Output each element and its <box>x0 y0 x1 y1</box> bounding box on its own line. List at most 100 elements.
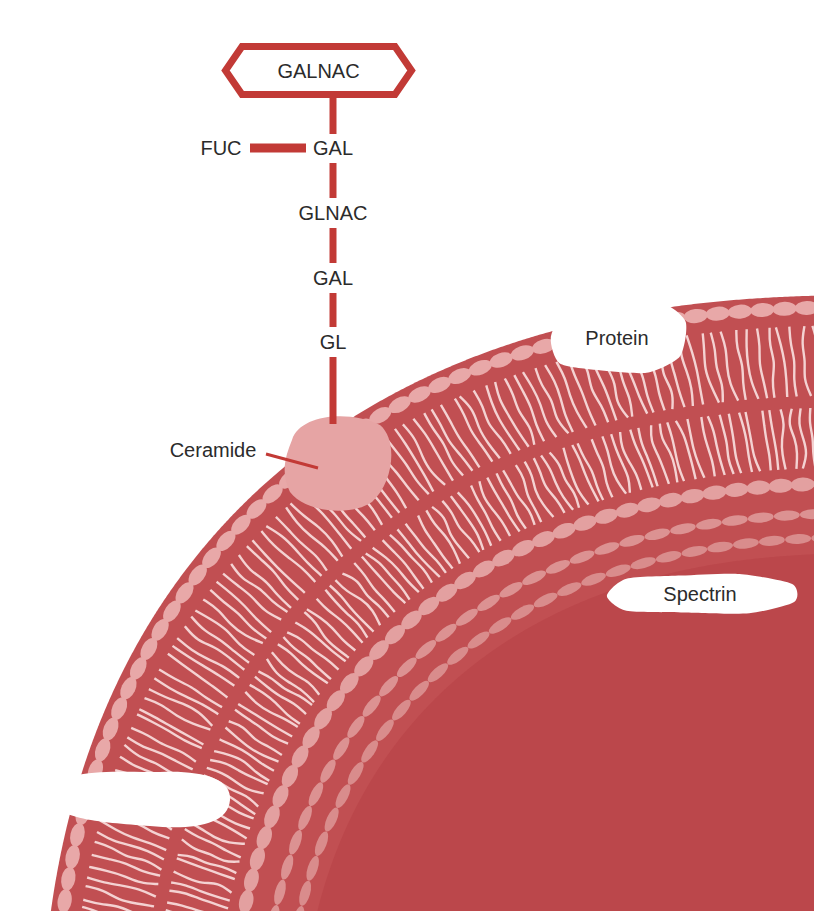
lipid-head <box>475 592 502 614</box>
lipid-tail <box>747 329 759 399</box>
cell-body <box>40 295 814 911</box>
lipid-head <box>407 678 432 704</box>
lipid-tail <box>278 644 328 683</box>
lipid-head <box>768 478 793 494</box>
node-label: GALNAC <box>277 59 359 83</box>
lipid-tail <box>247 546 298 600</box>
lipid-head <box>389 697 414 723</box>
lipid-head <box>707 540 734 554</box>
lipid-head <box>297 879 314 907</box>
lipid-head <box>254 824 275 851</box>
lipid-tail <box>225 727 278 761</box>
lipid-head <box>544 557 572 576</box>
lipid-head <box>593 540 621 558</box>
lipid-head <box>279 853 296 881</box>
lipid-tail <box>810 408 814 468</box>
lipid-head <box>683 308 708 325</box>
lipid-tail <box>172 646 234 686</box>
inner-lipid-heads <box>233 476 814 911</box>
lipid-head <box>322 806 342 834</box>
lipid-head <box>509 343 536 364</box>
lipid-head <box>580 570 608 588</box>
lipid-head <box>291 905 306 911</box>
lipid-head <box>571 513 598 534</box>
skeleton-layer <box>266 508 814 911</box>
lipid-head <box>636 495 663 514</box>
lipid-head <box>774 510 801 522</box>
lipid-head <box>306 780 326 808</box>
lipid-head <box>295 804 314 832</box>
lipid-tail <box>762 411 770 471</box>
lipid-tail <box>235 710 288 744</box>
lipid-head <box>532 590 560 610</box>
lipid-head <box>453 606 480 629</box>
lipid-tail <box>139 709 203 744</box>
lipid-tail <box>514 375 544 441</box>
lipid-tail <box>203 599 263 643</box>
lipid-head <box>669 521 696 536</box>
lipid-tail <box>711 333 723 403</box>
lipid-head <box>568 548 596 567</box>
lipid-head <box>593 506 620 526</box>
lipid-tail <box>781 409 786 469</box>
lipid-tail <box>776 327 787 397</box>
lipid-head <box>618 533 646 550</box>
lipid-head <box>679 487 705 505</box>
lipid-tail <box>191 616 249 662</box>
sugar-label: GAL <box>310 266 356 290</box>
lipid-head <box>629 555 657 572</box>
lipid-head <box>695 517 722 531</box>
leader-line <box>266 454 318 468</box>
lipid-head <box>758 535 785 547</box>
lipid-tail <box>258 671 312 705</box>
lipid-tail <box>769 410 778 470</box>
lipid-head <box>550 520 577 542</box>
lipid-tail <box>739 413 752 472</box>
lipid-head <box>724 482 749 499</box>
lipid-head <box>812 476 814 491</box>
hexagon-outline <box>226 47 412 95</box>
lipid-head <box>750 302 775 317</box>
chain-bond <box>330 98 337 134</box>
lipid-tail <box>87 878 156 897</box>
lipid-tail <box>266 526 321 576</box>
lipid-tail <box>295 622 345 661</box>
chain-bond <box>330 228 337 263</box>
sugar-label: GL <box>317 330 350 354</box>
lipid-head <box>63 844 82 870</box>
lipid-head <box>487 349 514 370</box>
lipid-head <box>800 509 814 520</box>
lipid-tail <box>92 855 160 876</box>
lipid-tail <box>578 443 604 500</box>
lipid-head <box>247 845 267 872</box>
lipid-head <box>286 828 304 856</box>
lipid-head <box>790 477 814 492</box>
lipid-head <box>795 301 814 316</box>
lipid-tail <box>789 327 796 397</box>
sugar-label: FUC <box>197 136 244 160</box>
lipid-tail <box>424 413 463 475</box>
lipid-head <box>242 867 262 894</box>
lipid-head <box>333 782 354 810</box>
lipid-head <box>467 357 494 379</box>
lipid-head <box>56 888 73 911</box>
lipid-head <box>317 757 338 785</box>
lipid-tail <box>397 529 439 577</box>
lipid-tail <box>290 503 342 556</box>
lipid-head <box>772 301 797 316</box>
lipid-tail <box>245 692 297 727</box>
lipid-head <box>497 579 525 600</box>
lipid-tail <box>757 329 767 399</box>
lipid-tail <box>390 535 432 583</box>
part-label: Ceramide <box>167 438 260 462</box>
lipid-head <box>237 888 256 911</box>
lipid-tail <box>325 590 367 638</box>
lipid-head <box>658 491 684 509</box>
lipid-tail <box>210 760 268 784</box>
lipid-head <box>266 904 281 911</box>
lipid-tail <box>736 330 745 400</box>
lipid-head <box>747 511 774 523</box>
lipid-tail <box>286 507 338 560</box>
lipid-head <box>811 532 814 543</box>
lipid-head <box>373 717 397 744</box>
